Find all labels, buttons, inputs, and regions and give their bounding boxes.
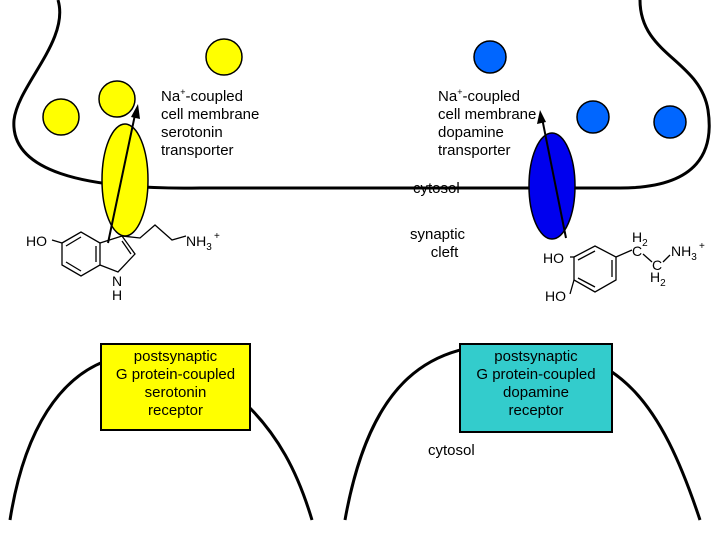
dopamine-vesicle <box>473 40 507 74</box>
serotonin-vesicle <box>42 98 80 136</box>
dopamine-ho2-label: HO <box>545 288 566 304</box>
serotonin-structure <box>51 224 187 277</box>
serotonin-ho-label: HO <box>26 233 47 249</box>
dopamine-transporter-label: Na+-coupled cell membrane dopamine trans… <box>438 87 537 159</box>
dopamine-nh3-label: NH3 <box>671 243 697 263</box>
presynaptic-membrane <box>12 0 711 190</box>
serotonin-transport-arrow <box>107 109 137 244</box>
serotonin-n-label: N <box>112 273 123 289</box>
dopamine-vesicle <box>653 105 687 139</box>
serotonin-h-label: H <box>112 287 123 303</box>
serotonin-charge: + <box>214 231 220 242</box>
dopamine-h2b-label: H2 <box>650 269 666 289</box>
dopamine-transporter <box>528 132 576 240</box>
serotonin-transporter-label: Na+-coupled cell membrane serotonin tran… <box>161 87 260 159</box>
dopamine-arrowhead <box>537 110 546 124</box>
dopamine-h2a-label: H2 <box>632 229 648 249</box>
dopamine-ho1-label: HO <box>543 250 564 266</box>
dopamine-c2-label: C <box>652 257 663 273</box>
serotonin-arrowhead <box>131 104 140 119</box>
dopamine-receptor-box: postsynaptic G protein-coupled dopamine … <box>459 343 613 433</box>
serotonin-vesicle <box>205 38 243 76</box>
serotonin-transporter <box>101 123 149 237</box>
serotonin-nh3-label: NH3 <box>186 233 212 253</box>
dopamine-charge: + <box>699 241 705 252</box>
serotonin-receptor-box: postsynaptic G protein-coupled serotonin… <box>100 343 251 431</box>
dopamine-vesicle <box>576 100 610 134</box>
serotonin-vesicle <box>98 80 136 118</box>
synaptic-cleft-label: synaptic cleft <box>410 226 466 261</box>
dopamine-transport-arrow <box>541 117 567 239</box>
dopamine-c1-label: C <box>632 243 643 259</box>
cytosol-bottom-label: cytosol <box>428 442 475 459</box>
dopamine-structure <box>569 245 671 295</box>
cytosol-top-label: cytosol <box>413 180 460 197</box>
